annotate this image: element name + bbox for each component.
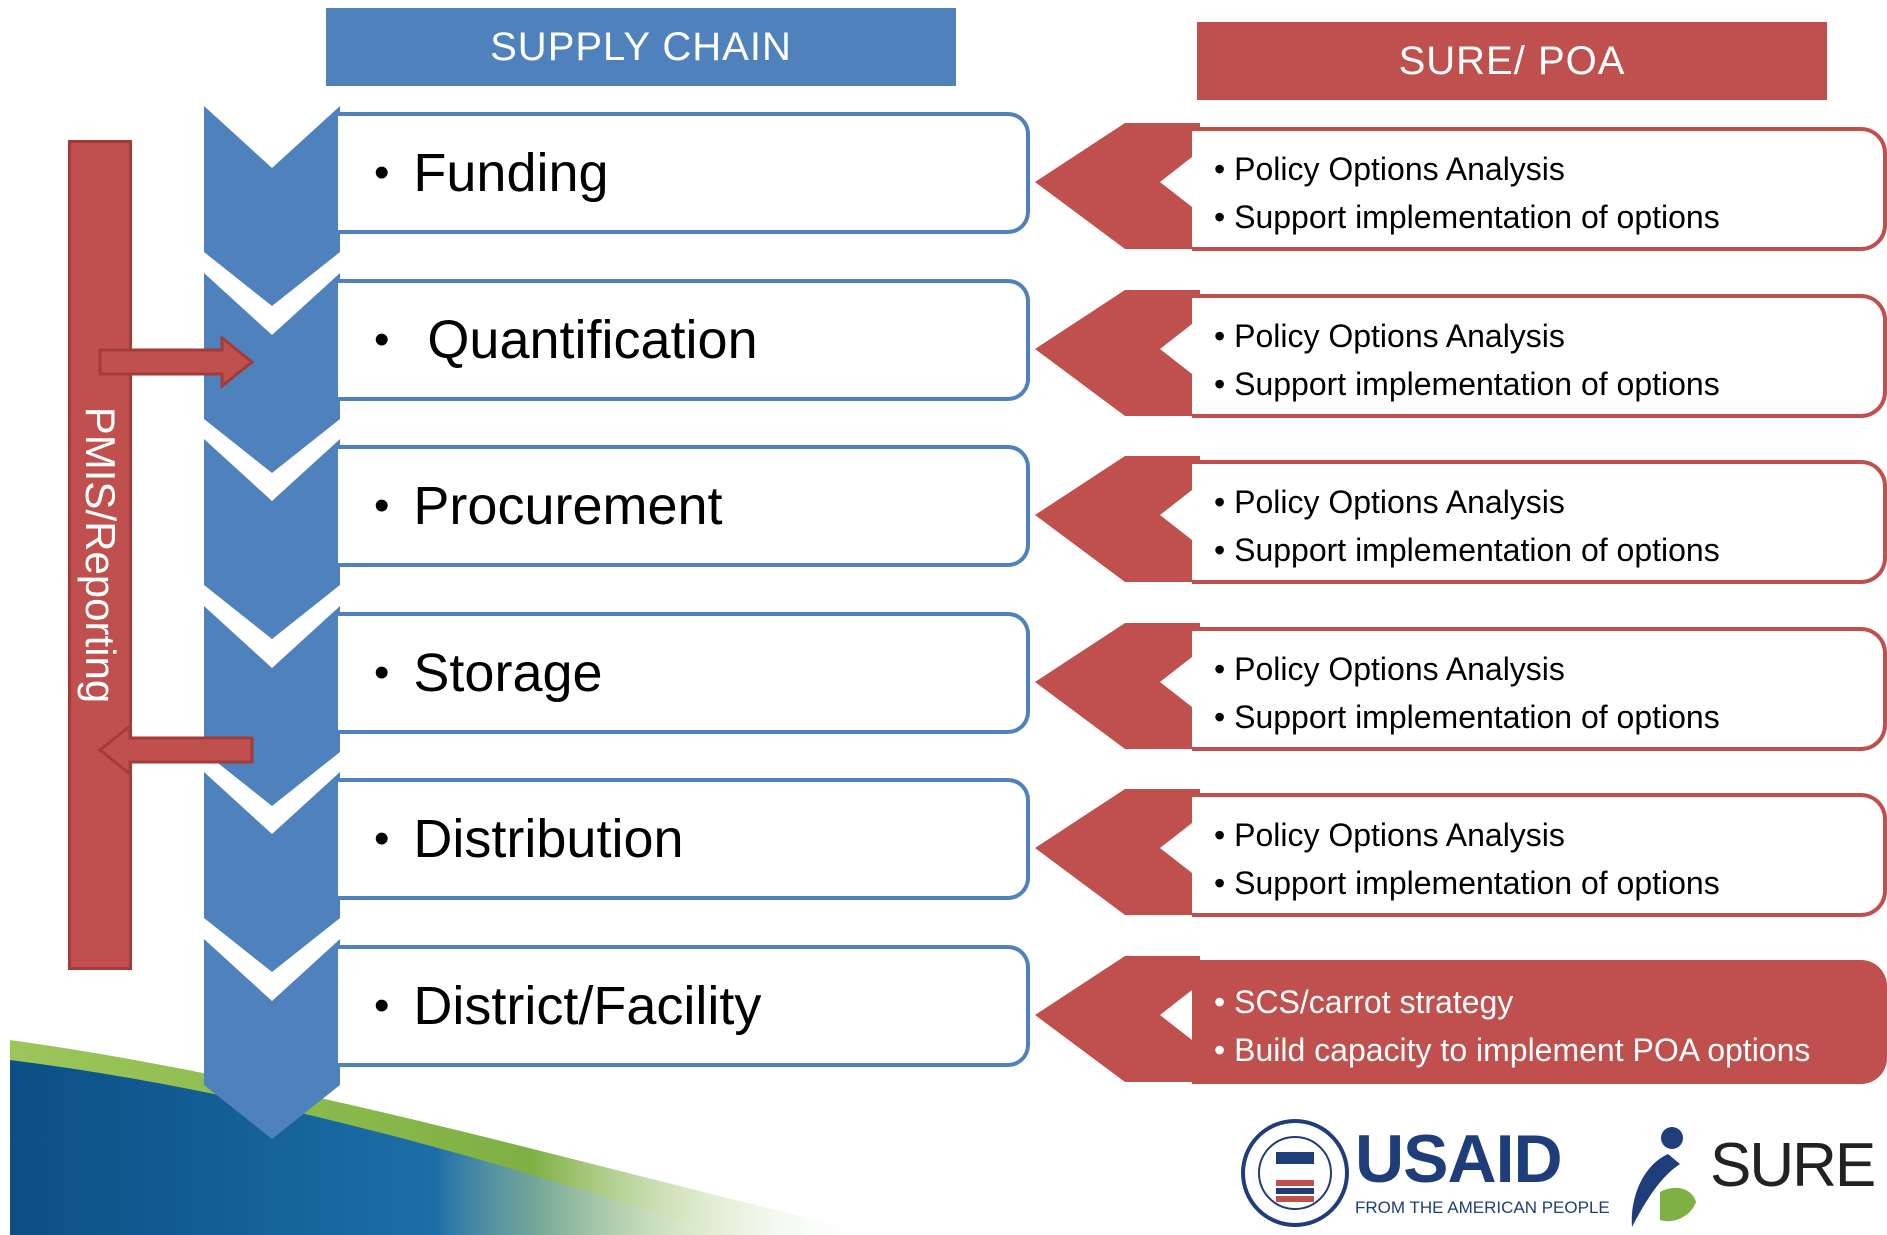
poa-line: Support implementation of options: [1214, 360, 1883, 408]
poa-pointer-arrow: [1035, 623, 1200, 749]
arrow-notch-icon: [1160, 157, 1192, 207]
supply-chain-header: SUPPLY CHAIN: [326, 8, 956, 86]
pmis-reporting-bar: [68, 140, 132, 970]
poa-line: Policy Options Analysis: [1214, 312, 1883, 360]
supply-chain-step-funding: • Funding: [338, 112, 1030, 234]
poa-line: Policy Options Analysis: [1214, 478, 1883, 526]
poa-box-1: Policy Options Analysis Support implemen…: [1192, 127, 1887, 251]
poa-line: Policy Options Analysis: [1214, 145, 1883, 193]
supply-chain-step-procurement: • Procurement: [338, 445, 1030, 567]
usaid-seal-icon: [1241, 1119, 1349, 1227]
step-label: Storage: [413, 643, 603, 703]
step-label: District/Facility: [413, 976, 762, 1036]
sure-poa-header: SURE/ POA: [1197, 22, 1827, 100]
usaid-tagline: FROM THE AMERICAN PEOPLE: [1355, 1198, 1610, 1217]
sure-logo-text: SURE: [1710, 1131, 1876, 1200]
supply-chain-step-storage: • Storage: [338, 612, 1030, 734]
supply-chain-step-district-facility: • District/Facility: [338, 945, 1030, 1067]
arrow-notch-icon: [1160, 657, 1192, 707]
poa-pointer-arrow: [1035, 956, 1200, 1082]
poa-pointer-arrow: [1035, 789, 1200, 915]
bullet-icon: •: [374, 481, 390, 530]
step-label: Distribution: [413, 809, 684, 869]
supply-chain-step-distribution: • Distribution: [338, 778, 1030, 900]
usaid-logo-text: USAID: [1355, 1121, 1563, 1197]
bullet-icon: •: [374, 814, 390, 863]
chevron-step: [204, 772, 340, 972]
poa-line: Support implementation of options: [1214, 693, 1883, 741]
supply-chain-step-quantification: • Quantification: [338, 279, 1030, 401]
step-label: Funding: [413, 143, 609, 203]
bullet-icon: •: [374, 981, 390, 1030]
poa-box-2: Policy Options Analysis Support implemen…: [1192, 294, 1887, 418]
arrow-notch-icon: [1160, 324, 1192, 374]
poa-line: Support implementation of options: [1214, 193, 1883, 241]
bullet-icon: •: [374, 315, 390, 364]
poa-line: Policy Options Analysis: [1214, 811, 1883, 859]
arrow-notch-icon: [1160, 490, 1192, 540]
chevron-step: [204, 106, 340, 306]
poa-box-3: Policy Options Analysis Support implemen…: [1192, 460, 1887, 584]
poa-box-4: Policy Options Analysis Support implemen…: [1192, 627, 1887, 751]
bullet-icon: •: [374, 148, 390, 197]
poa-box-6: SCS/carrot strategy Build capacity to im…: [1192, 960, 1887, 1084]
poa-line: SCS/carrot strategy: [1214, 978, 1883, 1026]
chevron-step: [204, 273, 340, 473]
arrow-notch-icon: [1160, 823, 1192, 873]
arrow-right-icon: [98, 334, 255, 390]
poa-line: Support implementation of options: [1214, 859, 1883, 907]
poa-line: Support implementation of options: [1214, 526, 1883, 574]
poa-box-5: Policy Options Analysis Support implemen…: [1192, 793, 1887, 917]
chevron-step: [204, 439, 340, 639]
arrow-left-icon: [97, 722, 254, 778]
bullet-icon: •: [374, 648, 390, 697]
arrow-notch-icon: [1160, 990, 1192, 1040]
step-label: Quantification: [427, 310, 758, 370]
poa-line: Policy Options Analysis: [1214, 645, 1883, 693]
poa-pointer-arrow: [1035, 290, 1200, 416]
poa-pointer-arrow: [1035, 456, 1200, 582]
poa-line: Build capacity to implement POA options: [1214, 1026, 1883, 1074]
step-label: Procurement: [413, 476, 723, 536]
pmis-arrows: [97, 334, 255, 778]
poa-pointer-arrow: [1035, 123, 1200, 249]
chevron-step: [204, 939, 340, 1139]
sure-logo-icon: [1631, 1127, 1696, 1227]
